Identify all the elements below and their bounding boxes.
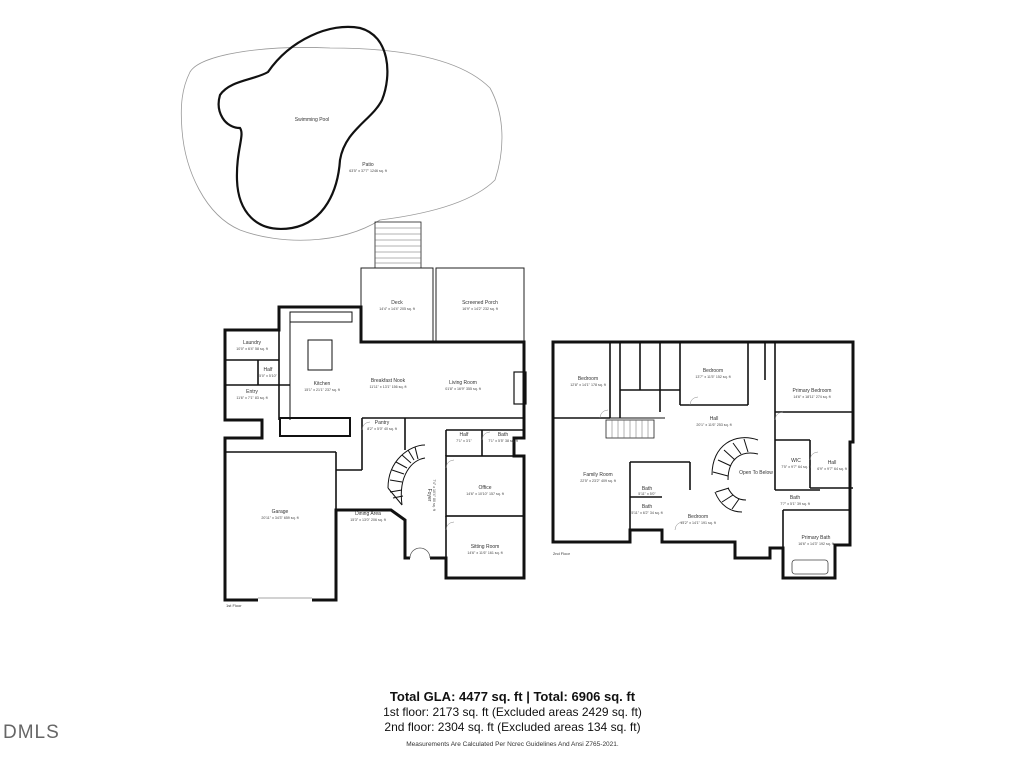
deck-label: Deck xyxy=(391,300,403,306)
office-dim: 14'6" x 10'10" 157 sq. ft xyxy=(466,492,504,496)
second-floor-interior xyxy=(553,342,853,578)
bath1-dim: 7'1" x 5'5" 38 sq. ft xyxy=(488,439,518,443)
living-label: Living Room xyxy=(449,380,477,386)
bath-a-dim: 5'11" x 5'0" xyxy=(638,492,656,496)
second-floor-staircase xyxy=(711,437,759,513)
primary-bed-dim: 14'6" x 18'11" 274 sq. ft xyxy=(793,395,830,399)
kitchen-dim: 15'1" x 21'1" 237 sq. ft xyxy=(304,388,340,392)
family-dim: 22'5" x 23'2" 409 sq. ft xyxy=(580,479,616,483)
garage-dim: 20'11" x 34'3" 659 sq. ft xyxy=(261,516,298,520)
sitting-label: Sitting Room xyxy=(471,544,500,550)
dining-label: Dining Area xyxy=(355,511,381,517)
first-floor-interior xyxy=(225,311,527,578)
bedroom-a-dim: 12'8" x 14'1" 178 sq. ft xyxy=(570,383,606,387)
wic-dim: 7'5" x 9'7" 64 sq. ft xyxy=(781,465,811,469)
dmls-logo: DMLS xyxy=(3,722,60,743)
laundry-dim: 10'0" x 6'4" 58 sq. ft xyxy=(236,347,268,351)
dining-dim: 15'3" x 13'0" 206 sq. ft xyxy=(350,518,386,522)
porch-label: Screened Porch xyxy=(462,300,498,306)
garage-label: Garage xyxy=(272,509,289,515)
total-area-heading: Total GLA: 4477 sq. ft | Total: 6906 sq.… xyxy=(389,689,636,704)
second-floor-tag: 2nd Floor xyxy=(553,551,571,556)
breakfast-dim: 11'11" x 13'1" 156 sq. ft xyxy=(370,385,407,389)
hall-label: Hall xyxy=(710,416,719,422)
hall2-dim: 6'9" x 9'7" 64 sq. ft xyxy=(817,467,847,471)
entry-dim: 11'6" x 7'1" 83 sq. ft xyxy=(236,396,267,400)
bath-a-label: Bath xyxy=(642,486,653,492)
pantry-label: Pantry xyxy=(375,420,390,426)
first-floor-doors xyxy=(361,421,491,531)
bath-b-dim: 5'11" x 6'2" 34 sq. ft xyxy=(631,511,662,515)
bedroom-a-label: Bedroom xyxy=(578,376,598,382)
hall-dim: 20'1" x 11'6" 253 sq. ft xyxy=(696,423,731,427)
measurement-note: Measurements Are Calculated Per Ncrec Gu… xyxy=(406,741,619,748)
first-floor-staircase xyxy=(387,444,426,506)
deck-dim: 14'4" x 14'4" 205 sq. ft xyxy=(379,307,415,311)
half1-label: Half xyxy=(264,367,274,373)
half2-label: Half xyxy=(460,432,470,438)
bedroom-b-label: Bedroom xyxy=(703,368,723,374)
first-floor-tag: 1st Floor xyxy=(226,603,242,608)
hall2-label: Hall xyxy=(828,460,837,466)
bath-c-dim: 7'7" x 5'1" 39 sq. ft xyxy=(780,502,810,506)
bath-c-label: Bath xyxy=(790,495,801,501)
bath1-label: Bath xyxy=(498,432,509,438)
second-floor-upper-stairs xyxy=(605,419,655,439)
office-label: Office xyxy=(479,485,492,491)
pool-label: Swimming Pool xyxy=(295,117,329,123)
front-door xyxy=(409,547,431,560)
patio-label: Patio xyxy=(362,162,374,168)
laundry-label: Laundry xyxy=(243,340,262,346)
breakfast-label: Breakfast Nook xyxy=(371,378,406,384)
living-dim: 01'8" x 16'9" 355 sq. ft xyxy=(445,387,481,391)
first-floor-walls xyxy=(223,305,526,602)
patio-stairs xyxy=(374,221,422,269)
bath-b-label: Bath xyxy=(642,504,653,510)
patio-dim: 63'5" x 37'7" 1246 sq. ft xyxy=(349,169,387,173)
half2-dim: 7'1" x 3'1" xyxy=(456,439,472,443)
wic-label: WIC xyxy=(791,458,801,464)
primary-bath-tub xyxy=(791,559,829,575)
primary-bath-label: Primary Bath xyxy=(802,535,831,541)
second-floor-summary: 2nd floor: 2304 sq. ft (Excluded areas 1… xyxy=(384,720,641,734)
foyer-label: Foyer xyxy=(426,489,432,502)
second-floor-doors xyxy=(599,396,819,531)
entry-label: Entry xyxy=(246,389,258,395)
bedroom-c-dim: 13'2" x 14'1" 191 sq. ft xyxy=(680,521,716,525)
first-floor-summary: 1st floor: 2173 sq. ft (Excluded areas 2… xyxy=(383,705,642,719)
porch-dim: 16'9" x 14'2" 232 sq. ft xyxy=(462,307,498,311)
bedroom-c-label: Bedroom xyxy=(688,514,708,520)
half1-dim: 5'0" x 5'10" xyxy=(259,374,277,378)
pool-outline xyxy=(217,25,389,231)
patio-outline xyxy=(180,47,503,241)
family-label: Family Room xyxy=(583,472,612,478)
primary-bed-label: Primary Bedroom xyxy=(793,388,832,394)
bedroom-b-dim: 13'7" x 11'5" 152 sq. ft xyxy=(695,375,730,379)
open-below-label: Open To Below xyxy=(739,470,773,476)
primary-bath-dim: 16'6" x 14'3" 192 sq. ft xyxy=(798,542,834,546)
kitchen-label: Kitchen xyxy=(314,381,331,387)
sitting-dim: 14'6" x 11'6" 161 sq. ft xyxy=(467,551,502,555)
foyer-dim: 7'4" x 10'4" 80 sq. ft xyxy=(432,479,436,511)
pantry-dim: 8'2" x 5'0" 40 sq. ft xyxy=(367,427,397,431)
